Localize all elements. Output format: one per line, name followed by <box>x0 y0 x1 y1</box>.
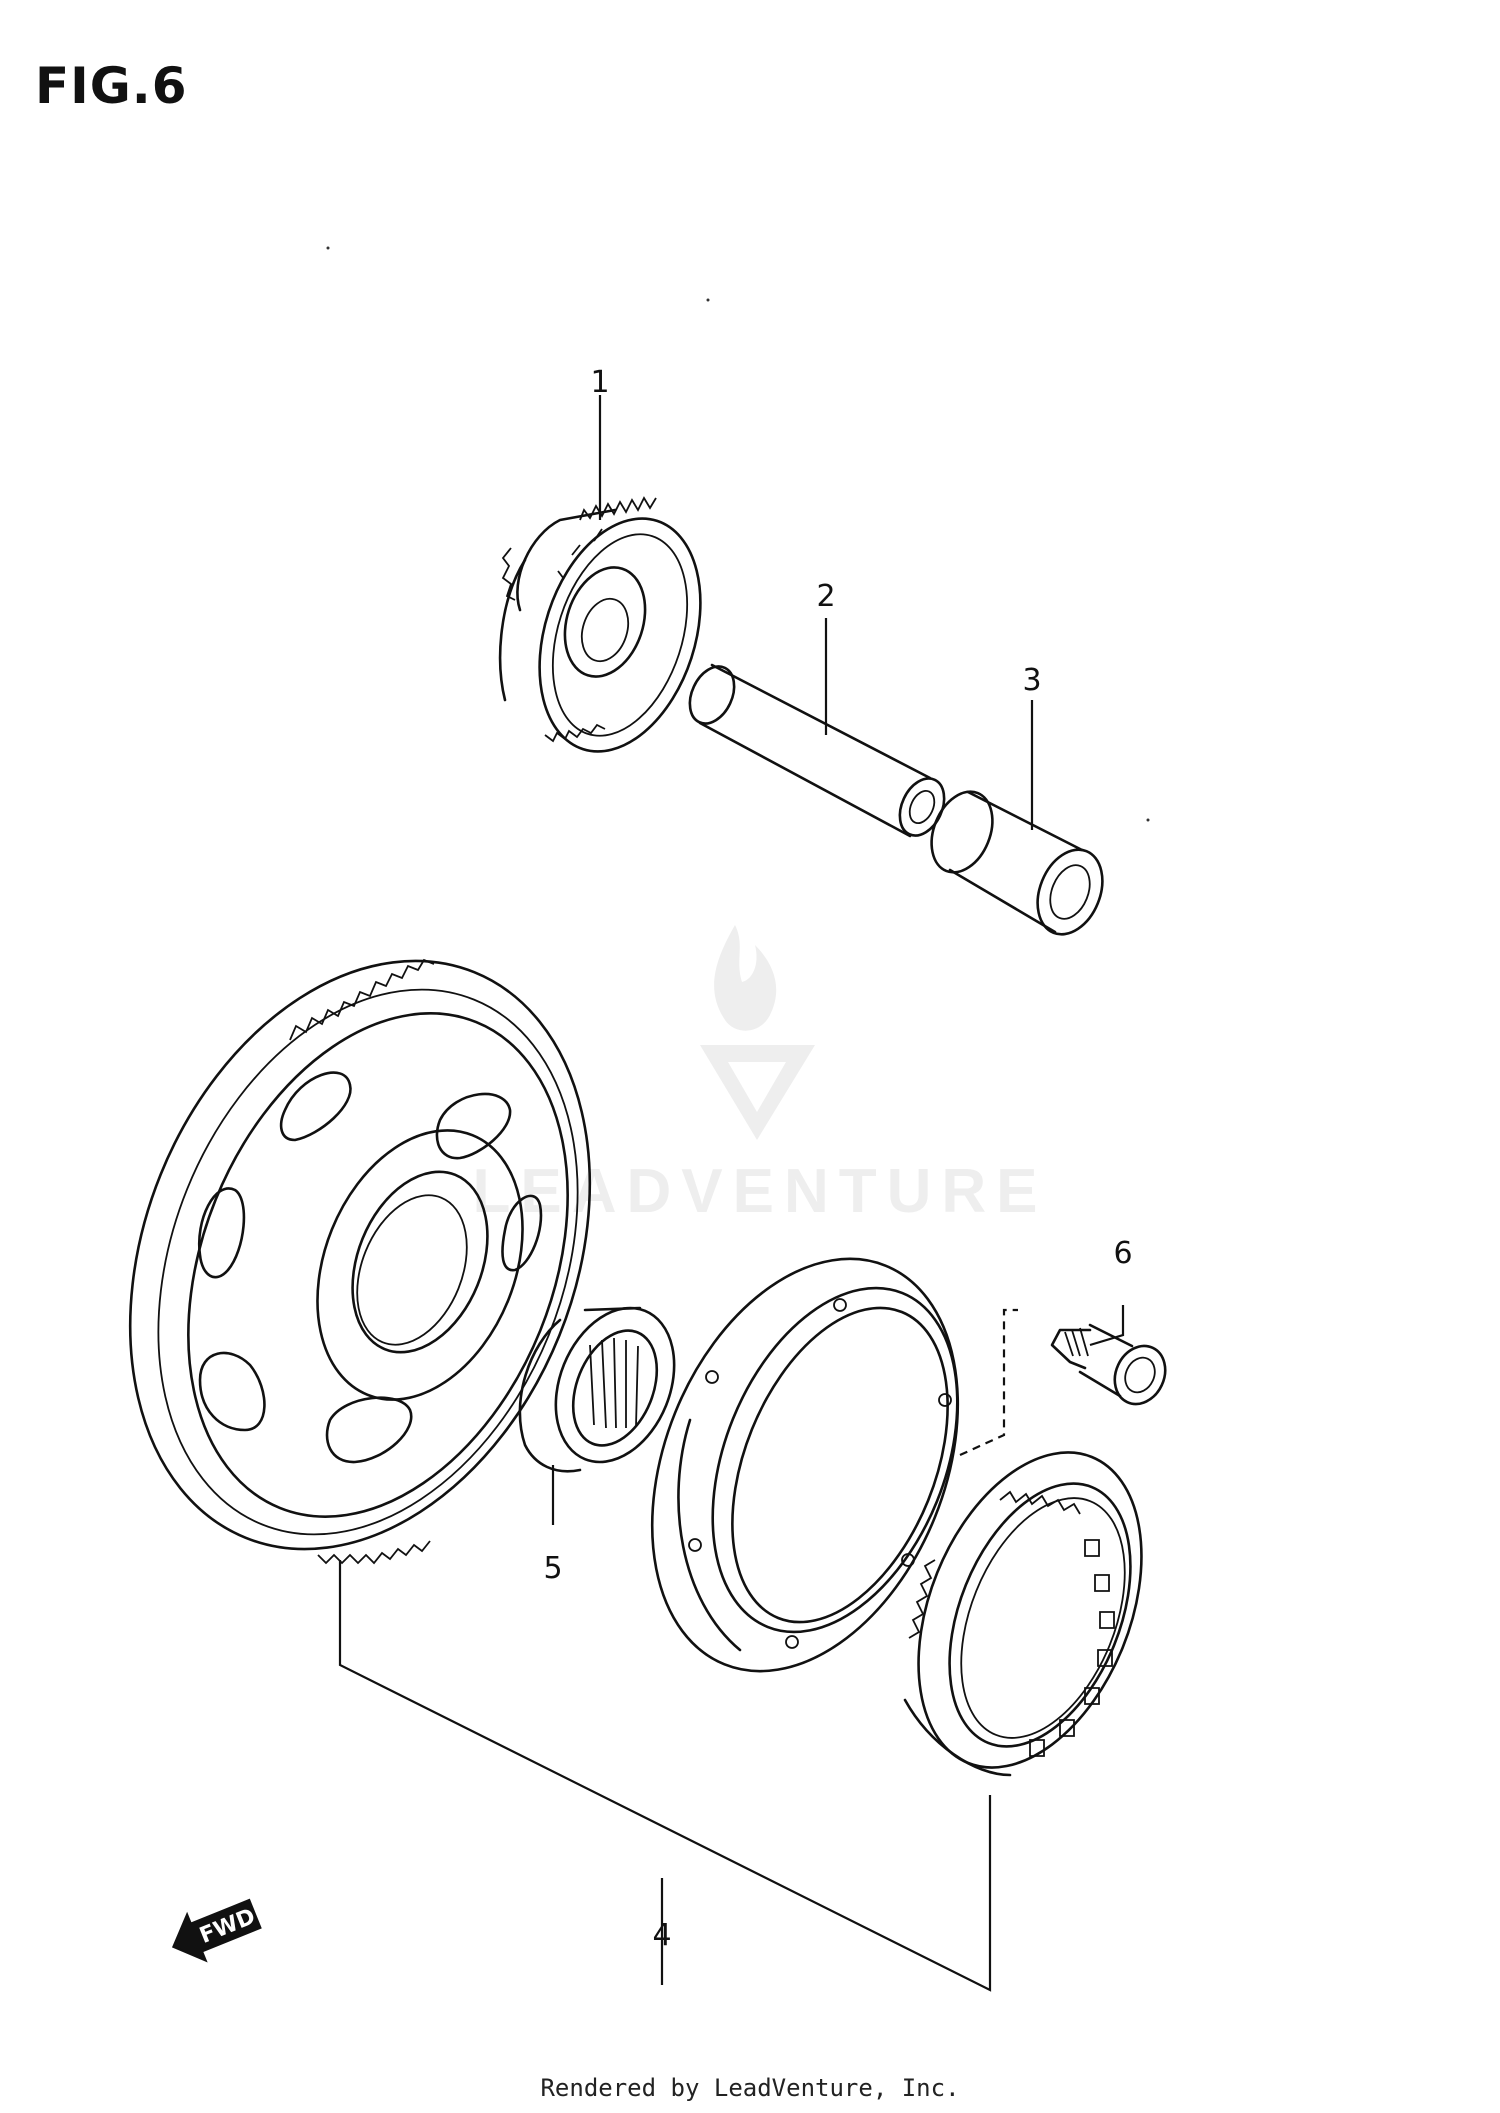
figure-title: FIG.6 <box>35 57 188 115</box>
callout-5: 5 <box>543 1551 562 1586</box>
leader-line-4 <box>338 1560 992 1992</box>
callout-4: 4 <box>652 1918 671 1953</box>
leader-lines <box>338 395 1125 1992</box>
starter-idle-gear[interactable] <box>498 496 728 773</box>
watermark-text: LEADVENTURE <box>472 1157 1047 1226</box>
forward-arrow-icon: FWD <box>171 1898 262 1963</box>
cap-screw[interactable] <box>1050 1323 1174 1412</box>
idle-gear-shaft[interactable] <box>681 659 953 842</box>
one-way-clutch-sprag[interactable] <box>875 1420 1184 1801</box>
one-way-clutch-body[interactable] <box>595 1213 1016 1717</box>
callout-2: 2 <box>816 579 835 614</box>
footer-credit: Rendered by LeadVenture, Inc. <box>540 2074 960 2102</box>
needle-bearing[interactable] <box>518 1290 696 1480</box>
callout-3: 3 <box>1022 663 1041 698</box>
callout-1: 1 <box>590 365 609 400</box>
shaft-spacer[interactable] <box>920 783 1114 944</box>
leader-line-6 <box>1089 1305 1125 1347</box>
starter-clutch-gear[interactable] <box>46 892 673 1619</box>
watermark: LEADVENTURE <box>472 925 1047 1226</box>
leadventure-logo-icon <box>700 925 815 1140</box>
leader-line-6-dashed <box>959 1308 1018 1457</box>
callout-6: 6 <box>1113 1236 1132 1271</box>
